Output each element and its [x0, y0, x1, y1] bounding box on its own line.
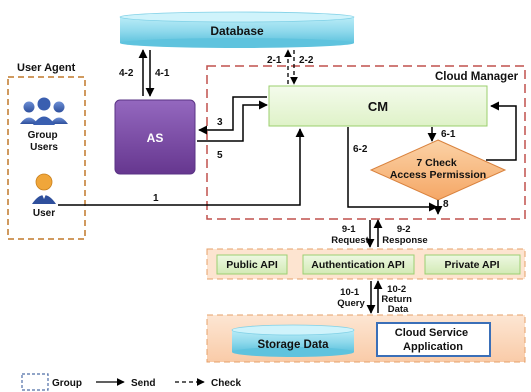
edge-8-label: 8	[443, 199, 449, 210]
legend-send-label: Send	[131, 378, 155, 389]
storage-data-cylinder	[231, 324, 355, 357]
check-access-label: 7 Check Access Permission	[390, 157, 486, 181]
cloud-service-app-label: Cloud Service Application	[395, 327, 471, 353]
edge-2-2-label: 2-2	[299, 55, 314, 66]
cloud-service-app-box	[376, 322, 491, 357]
edge-10-1-label: 10-1 Query	[337, 287, 365, 309]
edge-3-arrow	[198, 96, 267, 135]
edge-3-label: 3	[217, 117, 223, 128]
edge-9-2-label: 9-2 Response	[382, 224, 427, 246]
edge-10-2-label: 10-2 Return Data	[381, 284, 414, 315]
public-api-label: Public API	[226, 259, 278, 271]
authentication-api-label: Authentication API	[311, 259, 405, 271]
edge-6-2-label: 6-2	[353, 144, 368, 155]
public-api-box	[216, 254, 288, 275]
storage-data-label: Storage Data	[258, 339, 330, 351]
cm-box	[268, 85, 488, 127]
edge-4-2-label: 4-2	[119, 68, 134, 79]
cloud-manager-group	[206, 65, 526, 220]
database-label: Database	[210, 24, 264, 38]
edge-9-1-label: 9-1 Request	[331, 224, 369, 246]
edge-2-1-label: 2-1	[267, 55, 282, 66]
edge-1-label: 1	[153, 193, 159, 204]
edge-6-2-arrow	[347, 127, 438, 212]
as-label: AS	[147, 131, 164, 145]
edge-5-arrow	[197, 100, 268, 142]
private-api-label: Private API	[444, 259, 499, 271]
authentication-api-box	[302, 254, 415, 275]
user-icon	[32, 173, 56, 204]
edge-1-arrow	[58, 128, 305, 206]
group-users-icon	[20, 97, 68, 125]
cm-label: CM	[368, 99, 388, 114]
edge-4-1-label: 4-1	[155, 68, 170, 79]
private-api-box	[424, 254, 521, 275]
edge-6-1-label: 6-1	[441, 129, 456, 140]
cloud-manager-label: Cloud Manager	[435, 71, 519, 83]
legend-group-swatch	[21, 373, 49, 391]
user-label: User	[33, 208, 55, 219]
legend-check-label: Check	[211, 378, 241, 389]
edge-check-return-arrow	[486, 101, 517, 161]
edge-5-label: 5	[217, 150, 223, 161]
group-users-label: Group Users	[28, 130, 61, 153]
database-cylinder	[119, 11, 355, 48]
user-agent-label: User Agent	[17, 62, 76, 74]
legend-group-label: Group	[52, 378, 82, 389]
as-box	[114, 99, 196, 175]
